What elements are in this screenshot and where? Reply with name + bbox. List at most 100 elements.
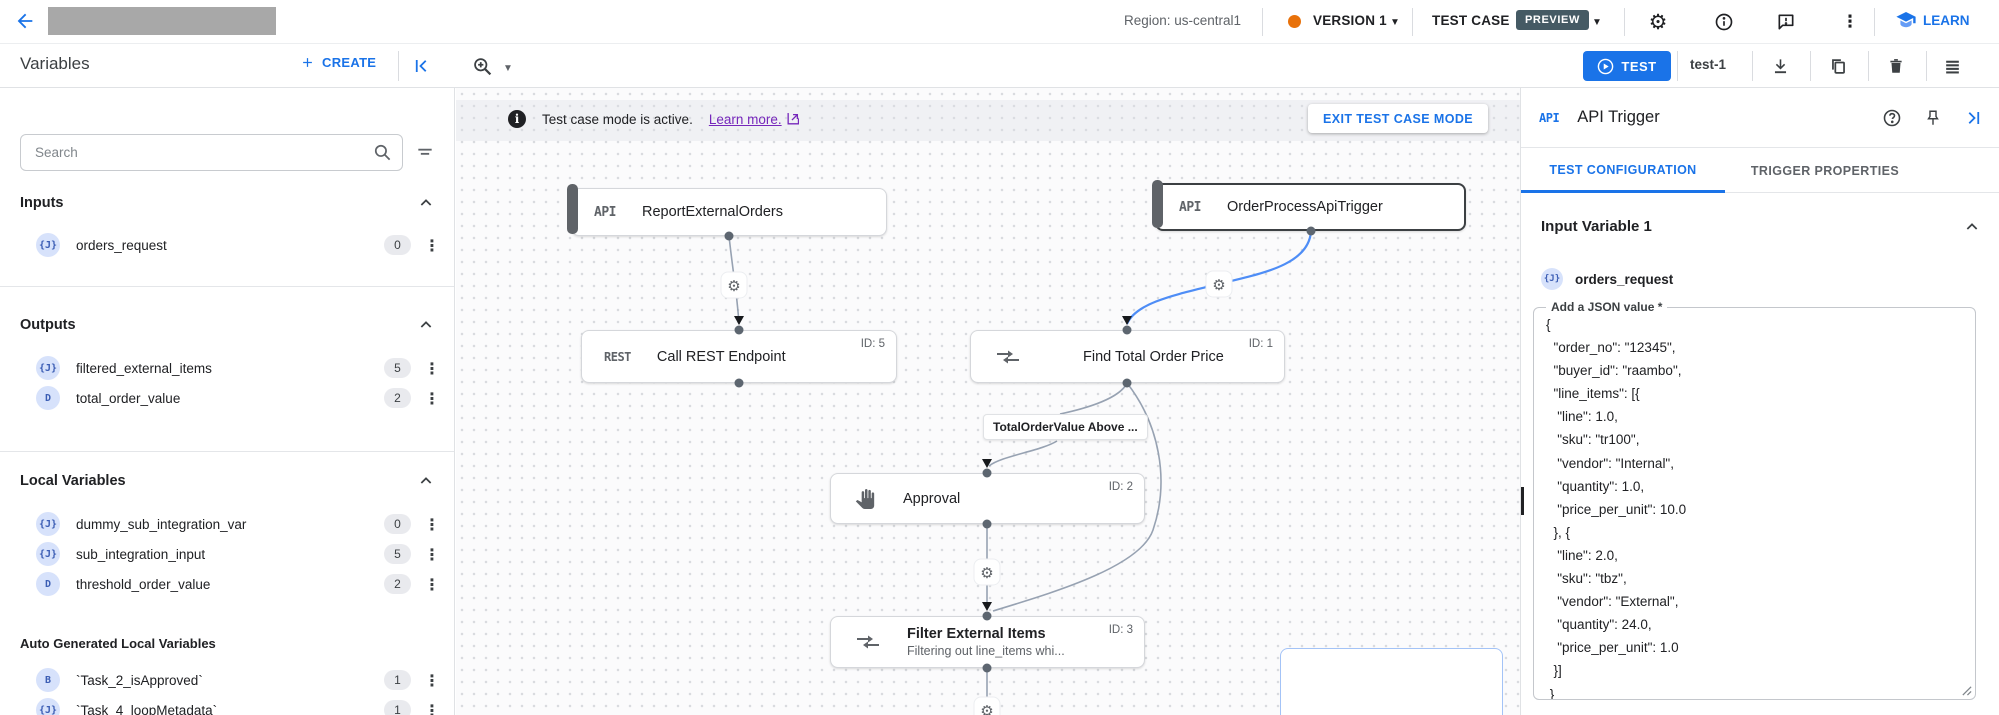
section-divider: [0, 286, 454, 287]
resize-handle[interactable]: [1961, 685, 1972, 696]
svg-text:⚙: ⚙: [980, 702, 993, 715]
rest-badge: REST: [604, 349, 631, 364]
node-report-external-orders[interactable]: API ReportExternalOrders: [567, 184, 887, 236]
variable-kebab-icon[interactable]: ⋮: [424, 544, 440, 564]
section-divider: [0, 451, 454, 452]
variable-kebab-icon[interactable]: ⋮: [424, 670, 440, 690]
json-type-icon: {J}: [36, 356, 60, 380]
variable-kebab-icon[interactable]: ⋮: [424, 358, 440, 378]
variable-row[interactable]: {J} `Task_4_loopMetadata` 1 ⋮: [36, 695, 440, 715]
panel-scrollbar-thumb[interactable]: [1521, 487, 1524, 515]
variable-kebab-icon[interactable]: ⋮: [424, 235, 440, 255]
create-variable-button[interactable]: CREATE: [300, 55, 376, 70]
chevron-up-icon[interactable]: [418, 473, 434, 489]
chevron-up-icon[interactable]: [418, 195, 434, 211]
collapse-sidebar-icon[interactable]: [410, 54, 434, 78]
api-badge: API: [1539, 110, 1560, 125]
variable-row[interactable]: D total_order_value 2 ⋮: [36, 383, 440, 413]
chevron-up-icon[interactable]: [1964, 219, 1980, 235]
usage-count-badge: 5: [384, 358, 411, 378]
panel-tabs: TEST CONFIGURATION TRIGGER PROPERTIES: [1521, 149, 1999, 193]
trigger-accent-bar: [567, 184, 578, 234]
tab-trigger-properties[interactable]: TRIGGER PROPERTIES: [1750, 164, 1900, 178]
usage-count-badge: 0: [384, 235, 411, 255]
svg-text:⚙: ⚙: [1212, 276, 1225, 294]
download-icon[interactable]: [1768, 54, 1792, 78]
node-call-rest-endpoint[interactable]: REST Call REST Endpoint ID: 5: [581, 330, 897, 383]
api-badge: API: [594, 204, 616, 220]
learn-button[interactable]: LEARN: [1896, 12, 1970, 28]
info-icon[interactable]: [1712, 10, 1736, 34]
integration-canvas[interactable]: i Test case mode is active. Learn more. …: [456, 88, 1520, 715]
chevron-down-icon[interactable]: ▼: [1592, 17, 1602, 28]
version-selector[interactable]: VERSION 1: [1313, 13, 1387, 28]
usage-count-badge: 5: [384, 544, 411, 564]
test-case-name[interactable]: test-1: [1690, 57, 1727, 72]
node-approval[interactable]: Approval ID: 2: [830, 473, 1145, 524]
node-order-process-api-trigger[interactable]: API OrderProcessApiTrigger: [1152, 180, 1466, 231]
log-list-icon[interactable]: [1940, 54, 1964, 78]
variable-kebab-icon[interactable]: ⋮: [424, 574, 440, 594]
empty-note-box[interactable]: [1280, 648, 1503, 715]
node-find-total-order-price[interactable]: Find Total Order Price ID: 1: [970, 330, 1285, 383]
node-id: ID: 3: [1108, 624, 1133, 636]
help-icon[interactable]: [1882, 108, 1902, 128]
usage-count-badge: 1: [384, 700, 411, 715]
variable-row[interactable]: {J} filtered_external_items 5 ⋮: [36, 353, 440, 383]
variable-row[interactable]: {J} sub_integration_input 5 ⋮: [36, 539, 440, 569]
divider: [1926, 51, 1927, 81]
settings-gear-icon[interactable]: ⚙: [1648, 9, 1668, 34]
api-trigger-config-panel: API API Trigger TEST CONFIGURATION TRIGG…: [1520, 88, 1999, 715]
back-arrow-icon[interactable]: [14, 10, 36, 32]
usage-count-badge: 2: [384, 388, 411, 408]
exit-test-case-mode-button[interactable]: EXIT TEST CASE MODE: [1308, 104, 1488, 133]
variable-kebab-icon[interactable]: ⋮: [424, 388, 440, 408]
learn-more-link[interactable]: Learn more.: [709, 112, 799, 127]
usage-count-badge: 0: [384, 514, 411, 534]
edge-gear-button[interactable]: ⚙: [973, 696, 1001, 715]
usage-count-badge: 1: [384, 670, 411, 690]
banner-text: Test case mode is active.: [542, 111, 693, 127]
editor-toolbar: Variables CREATE ▼ TEST test-1: [0, 44, 1999, 88]
node-filter-external-items[interactable]: Filter External Items Filtering out line…: [830, 616, 1145, 668]
api-badge: API: [1179, 199, 1201, 215]
json-field-label: Add a JSON value *: [1546, 300, 1668, 314]
edge-gear-button[interactable]: ⚙: [1205, 270, 1233, 298]
json-value-textarea[interactable]: { "order_no": "12345", "buyer_id": "raam…: [1546, 317, 1687, 699]
test-button[interactable]: TEST: [1583, 51, 1671, 81]
local-variables-section-header: Local Variables: [20, 469, 434, 493]
double-type-icon: D: [36, 386, 60, 410]
edge-condition-label[interactable]: TotalOrderValue Above ...: [983, 414, 1148, 440]
variable-row[interactable]: {J} dummy_sub_integration_var 0 ⋮: [36, 509, 440, 539]
info-filled-icon: i: [508, 110, 526, 128]
test-case-label[interactable]: TEST CASE: [1432, 13, 1510, 28]
sort-icon[interactable]: [415, 143, 435, 163]
pin-icon[interactable]: [1924, 109, 1942, 127]
search-icon: [373, 143, 392, 162]
more-options-kebab-icon[interactable]: ⋮: [1841, 12, 1859, 32]
zoom-dropdown-caret[interactable]: ▼: [503, 63, 513, 74]
zoom-tool-icon[interactable]: [470, 54, 494, 78]
variable-row[interactable]: D threshold_order_value 2 ⋮: [36, 569, 440, 599]
variable-kebab-icon[interactable]: ⋮: [424, 514, 440, 534]
edge-gear-button[interactable]: ⚙: [973, 558, 1001, 586]
divider: [1752, 51, 1753, 81]
variable-row[interactable]: {J} orders_request 0 ⋮: [36, 230, 440, 260]
feedback-icon[interactable]: [1774, 10, 1798, 34]
variable-row[interactable]: B `Task_2_isApproved` 1 ⋮: [36, 665, 440, 695]
copy-icon[interactable]: [1826, 54, 1850, 78]
boolean-type-icon: B: [36, 668, 60, 692]
search-input[interactable]: [35, 136, 375, 169]
variable-kebab-icon[interactable]: ⋮: [424, 700, 440, 715]
chevron-down-icon[interactable]: ▼: [1390, 17, 1400, 28]
double-type-icon: D: [36, 572, 60, 596]
json-value-field[interactable]: Add a JSON value * { "order_no": "12345"…: [1533, 300, 1976, 700]
tab-test-configuration[interactable]: TEST CONFIGURATION: [1521, 149, 1725, 193]
edge-findtotal-to-label: [1059, 382, 1128, 415]
chevron-up-icon[interactable]: [418, 317, 434, 333]
collapse-panel-icon[interactable]: [1964, 109, 1982, 127]
divider: [398, 51, 399, 81]
edge-gear-button[interactable]: ⚙: [720, 271, 748, 299]
input-variable-section-header: Input Variable 1: [1541, 218, 1980, 235]
delete-trash-icon[interactable]: [1884, 54, 1908, 78]
